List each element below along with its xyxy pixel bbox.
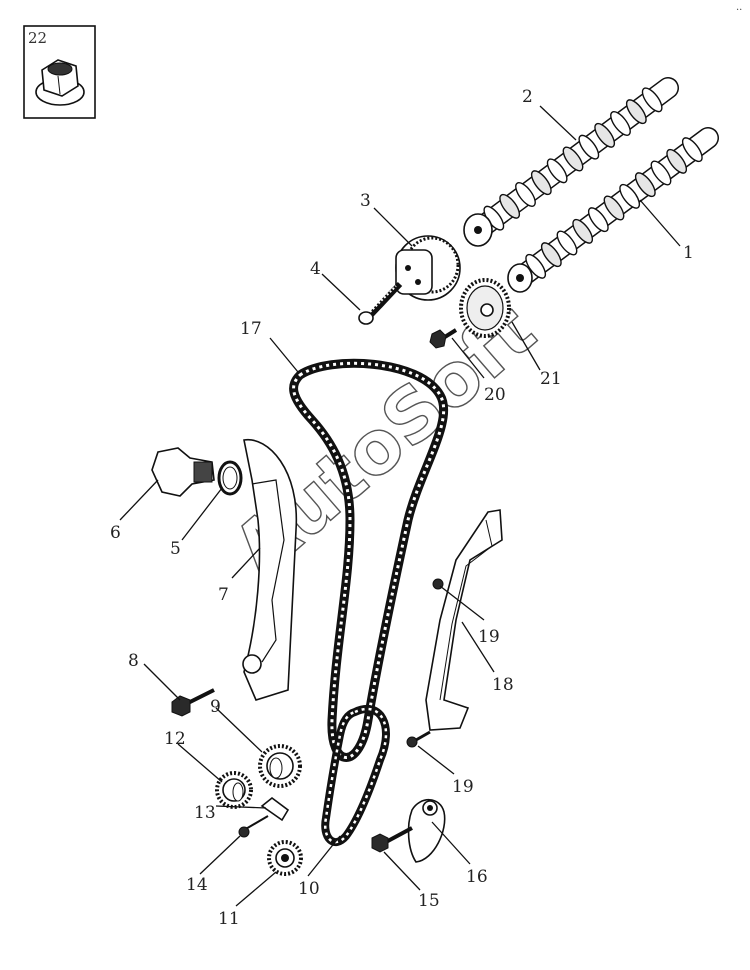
cam-lobe (603, 195, 625, 221)
sprocket-bolt (358, 281, 403, 325)
callout-19-lower: 19 (452, 777, 474, 797)
callout-12: 12 (164, 729, 186, 749)
inset-label: 22 (28, 29, 47, 47)
cam-lobe (619, 183, 641, 209)
cam-lobe (578, 134, 600, 160)
callout-4: 4 (310, 259, 321, 279)
crank-sprocket-upper (258, 744, 302, 788)
leader-lines (119, 105, 681, 907)
fixed-guide (425, 509, 503, 731)
cam-lobe (594, 122, 616, 148)
cam-lobe (650, 160, 672, 186)
tensioner-bolt (371, 826, 413, 853)
callout-5: 5 (170, 539, 181, 559)
callout-2: 2 (522, 87, 533, 107)
cam-lobe (641, 87, 663, 113)
crank-sprocket-lower (215, 771, 253, 809)
guide-bolt-lower (406, 730, 431, 748)
camshaft-exhaust (507, 127, 719, 293)
cam-lobe (610, 111, 631, 136)
camshaft-intake (463, 77, 679, 247)
callout-9: 9 (210, 697, 221, 717)
callout-11: 11 (218, 909, 240, 929)
callout-20: 20 (484, 385, 506, 405)
callout-17: 17 (240, 319, 262, 339)
cam-lobe (587, 207, 609, 233)
callout-7: 7 (218, 585, 229, 605)
callout-14: 14 (186, 875, 208, 895)
oil-pump-chain (321, 705, 390, 846)
callout-13: 13 (194, 803, 216, 823)
damper-bolt (238, 815, 269, 838)
chain-damper (260, 796, 290, 822)
callout-labels: 1 2 3 4 5 6 7 8 9 10 11 12 13 14 15 16 1… (110, 87, 694, 929)
cam-lobe (572, 218, 594, 244)
inset-flange-nut: 22 (23, 25, 96, 119)
callout-6: 6 (110, 523, 121, 543)
cam-lobe (562, 146, 584, 172)
chain-tensioner (151, 447, 215, 497)
callout-16: 16 (466, 867, 488, 887)
cam-lobe (634, 172, 656, 198)
vvt-sprocket (395, 235, 461, 301)
exhaust-sprocket-bolt (429, 328, 458, 349)
callout-15: 15 (418, 891, 440, 911)
callout-21: 21 (540, 369, 562, 389)
callout-8: 8 (128, 651, 139, 671)
cam-lobe (666, 148, 688, 174)
callout-18: 18 (492, 675, 514, 695)
cam-lobe (525, 253, 547, 279)
tensioner-gasket (217, 460, 243, 496)
oil-pump-chain-tensioner (407, 798, 446, 863)
cam-lobe (556, 230, 578, 256)
callout-10: 10 (298, 879, 320, 899)
oil-pump-sprocket (267, 840, 303, 876)
timing-chain (289, 358, 449, 762)
guide-pivot-bolt (171, 688, 215, 717)
cam-lobe (540, 242, 562, 268)
corner-mark: .. (736, 2, 742, 13)
callout-1: 1 (683, 243, 694, 263)
cam-lobe (530, 170, 552, 196)
tensioner-guide (242, 438, 298, 701)
cam-lobe (625, 99, 647, 125)
callout-3: 3 (360, 191, 371, 211)
cam-lobe (499, 193, 521, 219)
flange-nut-icon (35, 59, 85, 106)
callout-19-upper: 19 (478, 627, 500, 647)
cam-lobe (515, 182, 536, 207)
cam-lobe (546, 158, 568, 184)
cam-lobe (681, 137, 703, 163)
exhaust-sprocket (459, 278, 511, 338)
